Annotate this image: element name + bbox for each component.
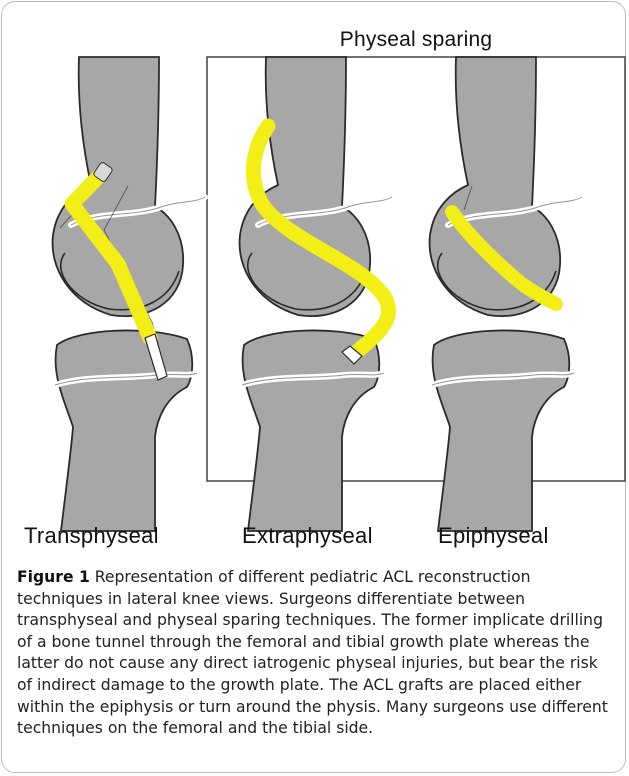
label-epiphyseal: Epiphyseal [438,523,549,549]
knee-transphyseal [53,57,205,531]
figure-caption: Figure 1 Representation of different ped… [17,567,612,740]
figure-caption-label: Figure 1 [17,568,90,586]
knee-extraphyseal [240,57,392,531]
physeal-sparing-title: Physeal sparing [206,28,626,52]
figure-caption-text: Representation of different pediatric AC… [17,568,608,737]
label-transphyseal: Transphyseal [24,523,159,549]
figure-illustration [0,0,629,560]
label-extraphyseal: Extraphyseal [242,523,373,549]
knee-epiphyseal [430,57,582,531]
